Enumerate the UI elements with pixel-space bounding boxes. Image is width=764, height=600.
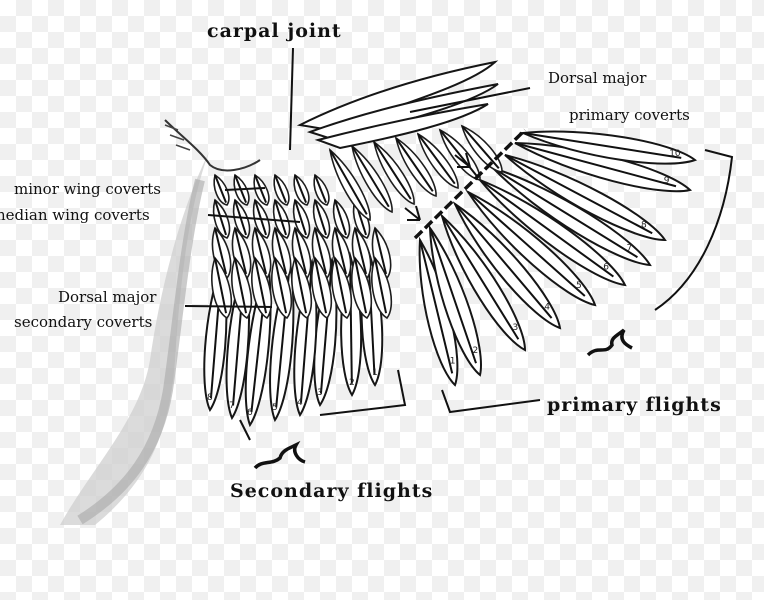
primary-feather-number-6: 6 bbox=[603, 262, 609, 272]
secondary-feather-number-4: 4 bbox=[297, 398, 303, 408]
secondary-feather-number-6: 6 bbox=[247, 408, 253, 418]
label-dorsal-major-secondary-line1: Dorsal major bbox=[58, 288, 156, 306]
primary-feather-number-7: 7 bbox=[626, 243, 632, 253]
secondary-feather-number-7: 7 bbox=[229, 401, 235, 411]
label-dorsal-major-primary-line1: Dorsal major bbox=[548, 69, 646, 87]
secondary-feather-number-2: 2 bbox=[349, 378, 355, 388]
secondary-feather-number-1: 1 bbox=[372, 368, 378, 378]
label-secondary-flights: Secondary flights bbox=[230, 480, 433, 502]
primary-feather-number-9: 9 bbox=[664, 176, 670, 186]
label-minor-wing-coverts: minor wing coverts bbox=[14, 180, 161, 198]
label-median-wing-coverts: nedian wing coverts bbox=[0, 206, 150, 224]
primary-feather-number-10: 10 bbox=[669, 149, 681, 159]
primary-feather-number-2: 2 bbox=[473, 346, 479, 356]
primary-feather-number-8: 8 bbox=[641, 220, 647, 230]
primary-feather-number-4: 4 bbox=[544, 302, 550, 312]
label-dorsal-major-secondary-line2: secondary coverts bbox=[14, 313, 152, 331]
curly-brace-secondary bbox=[255, 445, 305, 468]
curly-brace-primary bbox=[588, 330, 632, 355]
secondary-feather-number-5: 5 bbox=[272, 403, 278, 413]
primary-feather-number-3: 3 bbox=[513, 323, 519, 333]
label-carpal-joint: carpal joint bbox=[207, 20, 342, 42]
secondary-feather-number-3: 3 bbox=[317, 388, 323, 398]
primary-feather-number-5: 5 bbox=[576, 281, 582, 291]
label-dorsal-major-primary-line2: primary coverts bbox=[569, 106, 690, 124]
primary-feather-number-1: 1 bbox=[450, 356, 456, 366]
primary-flight-feathers: 1 2 3 4 5 6 7 8 9 10 bbox=[420, 132, 695, 385]
secondary-feather-number-8: 8 bbox=[207, 393, 213, 403]
label-primary-flights: primary flights bbox=[547, 394, 722, 416]
